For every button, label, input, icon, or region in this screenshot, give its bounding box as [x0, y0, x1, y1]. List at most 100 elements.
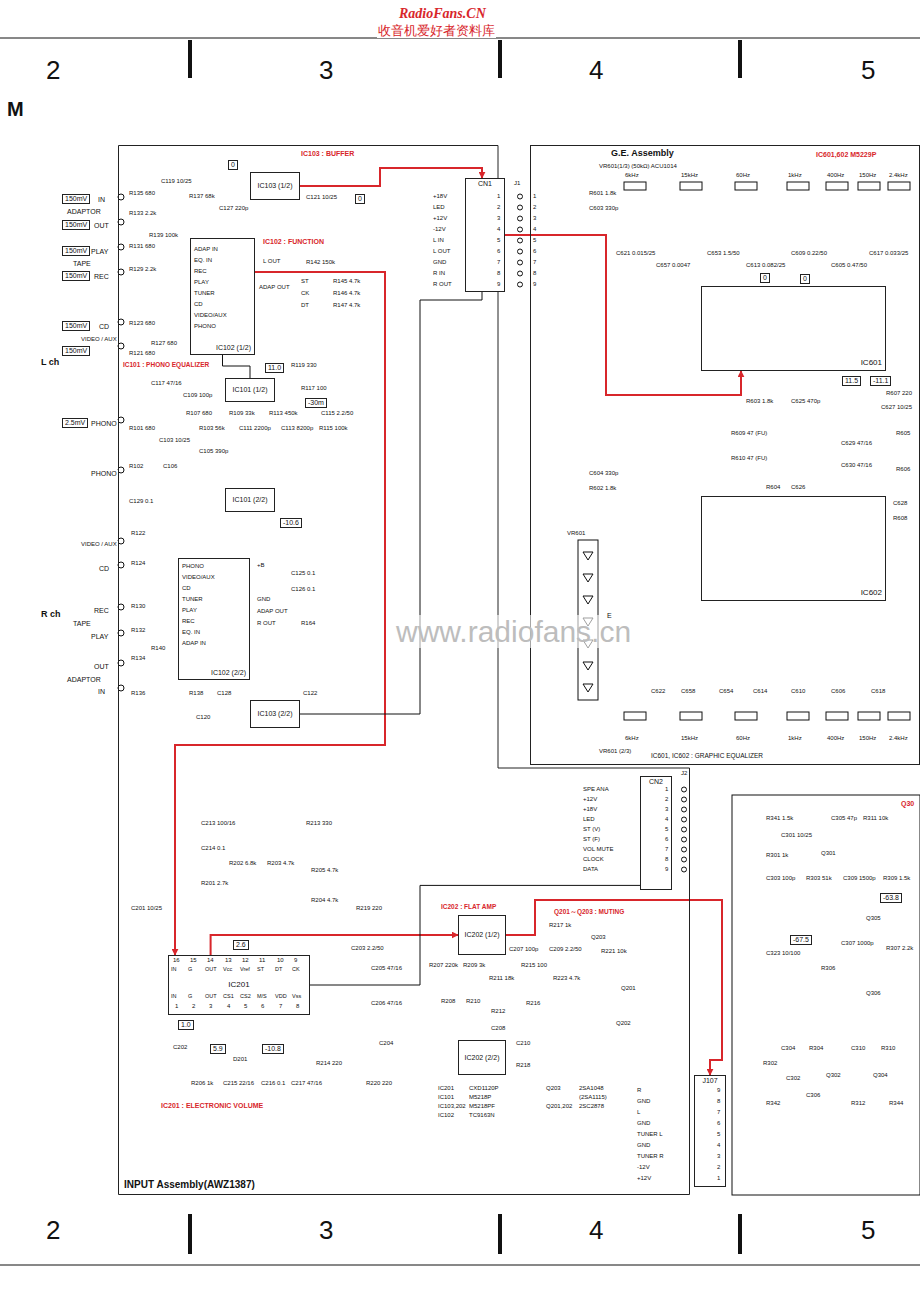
block-title: INPUT Assembly(AWZ1387): [124, 1179, 255, 1190]
schematic-label: C201 10/25: [130, 905, 163, 912]
schematic-label: +18V: [432, 193, 448, 200]
schematic-label: C657 0.0047: [655, 262, 691, 269]
schematic-label: Q301: [820, 850, 837, 857]
schematic-label: VIDEO / AUX: [80, 336, 118, 343]
block-title: IC601: [861, 359, 882, 368]
schematic-label: LED: [432, 204, 446, 211]
schematic-label: -30m: [305, 398, 327, 408]
schematic-label: ADAP IN: [193, 246, 219, 253]
schematic-label: ST: [300, 278, 310, 285]
schematic-label: DATA: [582, 866, 599, 873]
schematic-label: R138: [188, 690, 204, 697]
schematic-label: 2SA1048: [578, 1085, 605, 1092]
schematic-label: C122: [302, 690, 318, 697]
schematic-label: R213 330: [305, 820, 333, 827]
schematic-label: Vss: [291, 993, 302, 999]
schematic-label: R202 6.8k: [228, 860, 257, 867]
schematic-label: R123 680: [128, 320, 156, 327]
schematic-label: R603 1.8k: [745, 398, 774, 405]
schematic-label: C305 47p: [830, 815, 858, 822]
schematic-label: 16: [172, 957, 181, 964]
schematic-label: 6: [716, 1120, 721, 1127]
schematic-label: R216: [525, 1000, 541, 1007]
schematic-label: 11.5: [842, 376, 861, 386]
schematic-label: ST: [256, 966, 265, 972]
schematic-label: IN: [97, 688, 106, 696]
schematic-label: 1: [174, 1003, 179, 1010]
schematic-label: E: [606, 612, 613, 620]
block-title: G.E. Assembly: [611, 149, 674, 159]
ic-block: IC101 (2/2): [225, 488, 275, 512]
schematic-label: Vref: [239, 966, 251, 972]
schematic-label: DT: [300, 302, 310, 309]
schematic-label: R212: [490, 1008, 506, 1015]
ic-block: IC103 (1/2): [250, 172, 300, 200]
schematic-label: IC101: [437, 1094, 455, 1101]
schematic-label: CK: [300, 290, 310, 297]
schematic-label: C215 22/16: [222, 1080, 255, 1087]
block-title: IC202 (1/2): [464, 931, 499, 939]
schematic-label: GND: [636, 1098, 651, 1105]
schematic-label: TUNER: [193, 290, 216, 297]
schematic-label: R344: [888, 1100, 904, 1107]
ic-block: IC602: [701, 496, 886, 601]
schematic-label: 1: [664, 786, 669, 793]
schematic-label: 5.9: [210, 1044, 226, 1054]
schematic-label: 4: [664, 816, 669, 823]
schematic-label: C113 8200p: [280, 425, 314, 432]
schematic-label: C202: [172, 1044, 188, 1051]
schematic-label: 400Hz: [826, 172, 845, 179]
schematic-label: IC601,602 M5229P: [815, 151, 877, 159]
schematic-label: C217 47/16: [290, 1080, 323, 1087]
schematic-label: 3: [208, 1003, 213, 1010]
schematic-label: VDD: [274, 993, 288, 999]
schematic-label: R127 680: [150, 340, 178, 347]
ic-block: IC202 (1/2): [458, 915, 506, 955]
schematic-label: R221 10k: [600, 948, 628, 955]
schematic-label: CD: [98, 323, 110, 331]
schematic-label: 5: [496, 237, 501, 244]
schematic-label: R119 330: [290, 362, 318, 369]
schematic-label: C210: [515, 1040, 531, 1047]
schematic-label: C203 2.2/50: [350, 945, 385, 952]
schematic-label: 1: [532, 193, 537, 200]
schematic-label: R310: [880, 1045, 896, 1052]
schematic-label: IC201 : ELECTRONIC VOLUME: [160, 1102, 264, 1110]
schematic-label: C127 220p: [218, 205, 249, 212]
schematic-label: +12V: [582, 796, 598, 803]
schematic-label: D201: [232, 1056, 248, 1063]
schematic-label: C323 10/100: [765, 950, 801, 957]
schematic-label: CS2: [239, 993, 252, 999]
schematic-label: -67.5: [790, 935, 812, 945]
schematic-label: 8: [496, 270, 501, 277]
schematic-label: R102: [128, 463, 144, 470]
schematic-label: 1kHz: [787, 172, 803, 179]
schematic-label: CD: [181, 585, 192, 592]
schematic-label: C609 0.22/50: [790, 250, 828, 257]
schematic-label: DT: [274, 966, 283, 972]
schematic-label: 3: [496, 215, 501, 222]
schematic-label: C614: [752, 688, 768, 695]
schematic-label: PLAY: [90, 633, 109, 641]
schematic-label: C630 47/16: [840, 462, 873, 469]
ic-block: CN2: [640, 776, 672, 890]
schematic-label: Q201,202: [545, 1103, 573, 1110]
schematic-label: R136: [130, 690, 146, 697]
schematic-label: R135 680: [128, 190, 156, 197]
schematic-label: R146 4.7k: [332, 290, 361, 297]
schematic-label: R109 33k: [228, 410, 256, 417]
schematic-label: PHONO: [193, 323, 217, 330]
schematic-label: 5: [860, 1216, 876, 1245]
schematic-label: -63.8: [880, 893, 902, 903]
schematic-label: L OUT: [432, 248, 451, 255]
schematic-label: 6: [532, 248, 537, 255]
schematic-label: R OUT: [432, 281, 453, 288]
schematic-label: VOL MUTE: [582, 846, 614, 853]
schematic-label: R306: [820, 965, 836, 972]
schematic-label: 2: [716, 1164, 721, 1171]
schematic-label: Q302: [825, 1072, 842, 1079]
schematic-label: VR601(1/3) (50kΩ) ACU1014: [598, 163, 678, 170]
schematic-label: IN: [97, 196, 106, 204]
schematic-label: ST (F): [582, 836, 601, 843]
block-title: CN2: [649, 778, 663, 786]
